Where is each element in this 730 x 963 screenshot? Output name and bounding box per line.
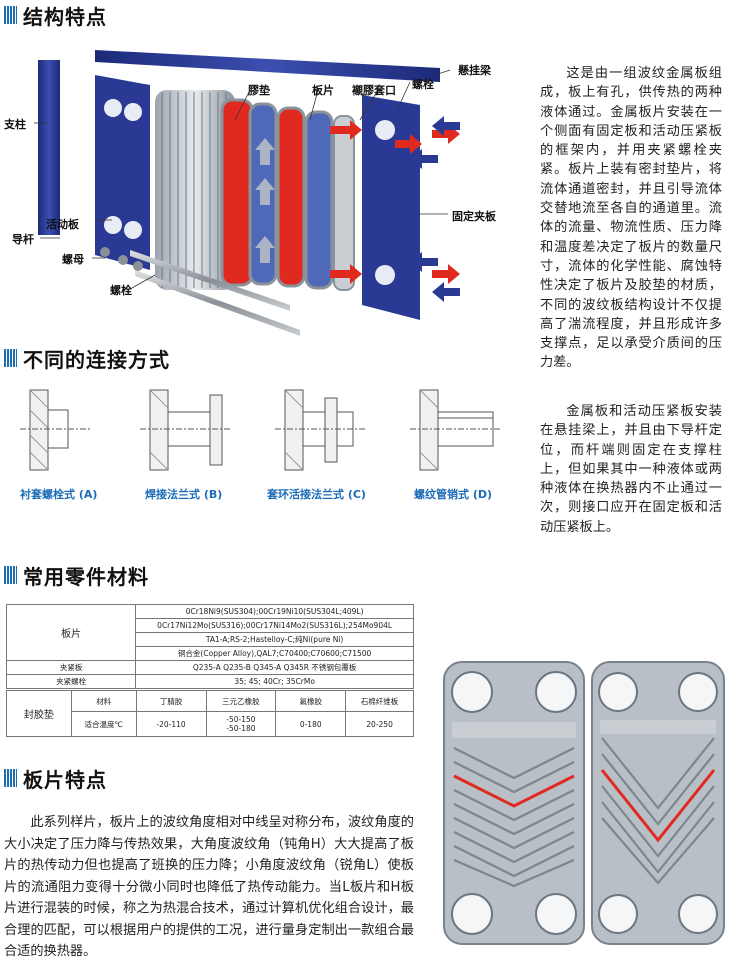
connection-c <box>275 389 365 471</box>
exploded-diagram: 支柱 导杆 活动板 螺母 螺栓 膠垫 板片 襯膠套口 螺栓 懸挂梁 固定夹板 <box>0 30 540 340</box>
section-title: 常用零件材料 <box>23 564 149 589</box>
label-hanging-beam: 懸挂梁 <box>458 64 491 77</box>
connection-types-illustration <box>20 389 500 471</box>
gasket-name-cell: 石棉纤维板 <box>345 690 414 712</box>
material-header-cell: 材料 <box>70 690 137 712</box>
plate-material-row: 0Cr17Ni12Mo(SUS316);00Cr17Ni14Mo2(SUS316… <box>135 618 414 633</box>
connection-caption-d: 螺纹管销式 (D) <box>414 488 493 501</box>
section-heading-materials: 常用零件材料 <box>4 562 149 589</box>
plate-material-row: 0Cr18Ni9(SUS304);00Cr19Ni10(SUS304L;409L… <box>135 604 414 619</box>
label-pillar: 支柱 <box>4 118 26 131</box>
fixed-plate <box>362 95 420 320</box>
connection-b <box>140 389 230 471</box>
label-gasket: 膠垫 <box>248 84 270 97</box>
heading-square-icon <box>4 6 17 24</box>
label-bolt-top: 螺栓 <box>412 78 434 91</box>
plate-label-cell: 板片 <box>5 604 137 661</box>
connection-caption-c: 套环活接法兰式 (C) <box>267 488 366 501</box>
label-nut: 螺母 <box>62 253 84 266</box>
connection-caption-b: 焊接法兰式 (B) <box>145 488 223 501</box>
gasket-temp-cell: 0-180 <box>275 711 347 737</box>
connection-d <box>410 389 500 471</box>
gasket-temp-cell: -20-110 <box>135 711 207 737</box>
label-guide-rod: 导杆 <box>12 233 34 246</box>
plate-l-illustration <box>591 661 725 945</box>
label-plate: 板片 <box>312 84 334 97</box>
bolt-label-cell: 夹紧螺栓 <box>5 674 137 689</box>
gasket-table: 封胶垫 材料 丁腈胶 三元乙橡胶 氟橡胶 石棉纤维板 适合温度℃ -20-110… <box>6 690 414 737</box>
gasket-temp-cell: 20-250 <box>345 711 414 737</box>
plate-image-l <box>588 658 728 948</box>
section-title: 不同的连接方式 <box>23 347 170 372</box>
description-paragraph-2: 金属板和活动压紧板安装在悬挂梁上，并且由下导杆定位，而杆端则固定在支撑柱上，但如… <box>540 404 722 535</box>
heading-square-icon <box>4 349 17 367</box>
movable-plate <box>95 75 150 270</box>
heading-square-icon <box>4 566 17 584</box>
plate-material-row: TA1-A;RS-2;Hastelloy-C;纯Ni(pure Ni) <box>135 632 414 647</box>
label-fixed-plate: 固定夹板 <box>452 210 496 223</box>
temp-header-cell: 适合温度℃ <box>70 711 137 737</box>
section-heading-connection: 不同的连接方式 <box>4 345 170 372</box>
tie-rods <box>100 247 300 336</box>
bolt-value-cell: 35; 45; 40Cr; 35CrMo <box>135 674 414 689</box>
gasket-name-cell: 丁腈胶 <box>135 690 207 712</box>
plate-image-h <box>440 658 588 948</box>
label-bolt-bottom: 螺栓 <box>110 284 132 297</box>
plate-h-illustration <box>443 661 585 945</box>
gasket-name-cell: 氟橡胶 <box>275 690 347 712</box>
gasket-label-cell: 封胶垫 <box>6 690 72 737</box>
gasket-temp-cell: -50-150 -50-180 <box>205 711 277 737</box>
description-paragraph-1: 这是由一组波纹金属板组成，板上有孔，供传热的两种液体通过。金属板片安装在一个侧面… <box>540 66 722 371</box>
connection-drawings <box>0 380 540 480</box>
hanging-beam <box>95 50 440 82</box>
clamp-value-cell: Q235-A Q235-B Q345-A Q345R 不锈钢包覆板 <box>135 660 414 675</box>
plate-description: 此系列样片，板片上的波纹角度相对中线呈对称分布，波纹角度的大小决定了压力降与传热… <box>4 815 414 959</box>
heading-square-icon <box>4 769 17 787</box>
pillar <box>38 60 60 235</box>
section-heading-plate: 板片特点 <box>4 765 107 792</box>
connection-caption-a: 衬套螺栓式 (A) <box>20 488 98 501</box>
clamp-label-cell: 夹紧板 <box>5 660 137 675</box>
connection-a <box>20 389 90 471</box>
gasket-name-cell: 三元乙橡胶 <box>205 690 277 712</box>
label-lining: 襯膠套口 <box>352 84 396 97</box>
plate-pack <box>155 90 355 291</box>
section-heading-structure: 结构特点 <box>4 2 107 29</box>
materials-table: 板片 0Cr18Ni9(SUS304);00Cr19Ni10(SUS304L;4… <box>5 604 414 689</box>
section-title: 结构特点 <box>23 4 107 29</box>
label-movable-plate: 活动板 <box>46 218 79 231</box>
plate-material-row: 铜合金(Copper Alloy),QAL7;C70400;C70600;C71… <box>135 646 414 661</box>
section-title: 板片特点 <box>23 767 107 792</box>
flow-arrows <box>255 116 460 302</box>
heat-exchanger-illustration <box>34 50 460 336</box>
